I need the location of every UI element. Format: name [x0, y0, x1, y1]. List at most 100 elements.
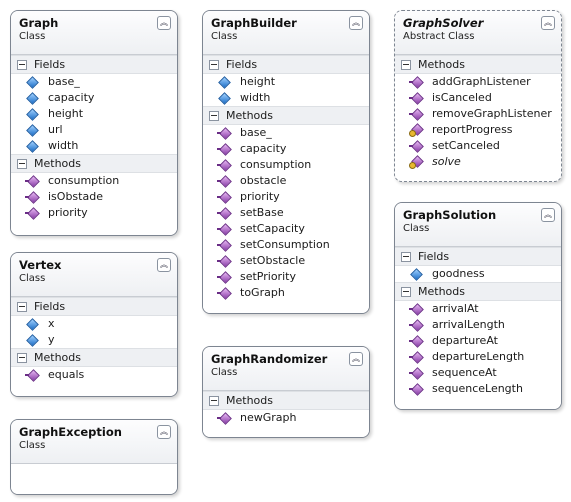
field-item[interactable]: goodness: [395, 266, 561, 282]
class-graphsolver[interactable]: GraphSolver Abstract Class ︽ Methods add…: [394, 10, 562, 182]
class-body-padding: [395, 170, 561, 181]
method-item[interactable]: toGraph: [203, 285, 369, 301]
method-item[interactable]: newGraph: [203, 410, 369, 426]
method-item[interactable]: isCanceled: [395, 90, 561, 106]
member-label: height: [240, 75, 276, 88]
member-label: width: [240, 91, 271, 104]
method-item[interactable]: setBase: [203, 205, 369, 221]
method-item[interactable]: reportProgress: [395, 122, 561, 138]
method-item[interactable]: setObstacle: [203, 253, 369, 269]
collapse-toggle-icon[interactable]: [401, 251, 411, 262]
fields-section-header[interactable]: Fields: [203, 55, 369, 74]
collapse-toggle-icon[interactable]: [17, 158, 27, 169]
method-item[interactable]: consumption: [203, 157, 369, 173]
member-label: capacity: [48, 91, 95, 104]
class-graphrandomizer[interactable]: GraphRandomizer Class ︽ Methods newGraph: [202, 346, 370, 438]
member-label: height: [48, 107, 84, 120]
collapse-chevron-icon[interactable]: ︽: [157, 425, 171, 439]
method-item[interactable]: addGraphListener: [395, 74, 561, 90]
class-graph[interactable]: Graph Class ︽ Fields base_ capacity heig…: [10, 10, 178, 236]
methods-section-header[interactable]: Methods: [203, 391, 369, 410]
collapse-chevron-icon[interactable]: ︽: [541, 16, 555, 30]
method-item[interactable]: base_: [203, 125, 369, 141]
method-icon: [217, 271, 231, 283]
member-label: setPriority: [240, 270, 296, 283]
class-header: Graph Class ︽: [11, 11, 177, 55]
class-name: GraphException: [19, 425, 122, 439]
collapse-chevron-icon[interactable]: ︽: [157, 16, 171, 30]
member-label: y: [48, 333, 55, 346]
collapse-chevron-icon[interactable]: ︽: [349, 352, 363, 366]
member-label: addGraphListener: [432, 75, 531, 88]
field-item[interactable]: base_: [11, 74, 177, 90]
field-item[interactable]: y: [11, 332, 177, 348]
collapse-toggle-icon[interactable]: [209, 395, 219, 406]
class-vertex[interactable]: Vertex Class ︽ Fields x y Methods equals: [10, 252, 178, 397]
method-icon: [409, 92, 423, 104]
method-item[interactable]: capacity: [203, 141, 369, 157]
field-item[interactable]: height: [11, 106, 177, 122]
field-item[interactable]: capacity: [11, 90, 177, 106]
field-item[interactable]: x: [11, 316, 177, 332]
class-graphexception[interactable]: GraphException Class ︽: [10, 419, 178, 495]
collapse-toggle-icon[interactable]: [209, 59, 219, 70]
class-graphbuilder[interactable]: GraphBuilder Class ︽ Fields height width…: [202, 10, 370, 314]
property-icon: [25, 124, 39, 136]
method-item[interactable]: obstacle: [203, 173, 369, 189]
method-item[interactable]: setConsumption: [203, 237, 369, 253]
section-label: Methods: [226, 394, 273, 407]
field-item[interactable]: width: [203, 90, 369, 106]
method-item[interactable]: arrivalAt: [395, 301, 561, 317]
method-item[interactable]: departureAt: [395, 333, 561, 349]
section-label: Fields: [226, 58, 258, 71]
collapse-toggle-icon[interactable]: [17, 301, 27, 312]
methods-section-header[interactable]: Methods: [11, 154, 177, 173]
collapse-chevron-icon[interactable]: ︽: [349, 16, 363, 30]
method-item[interactable]: priority: [203, 189, 369, 205]
collapse-toggle-icon[interactable]: [17, 352, 27, 363]
method-item[interactable]: isObstade: [11, 189, 177, 205]
method-item[interactable]: equals: [11, 367, 177, 383]
member-label: setObstacle: [240, 254, 306, 267]
field-item[interactable]: url: [11, 122, 177, 138]
fields-section-header[interactable]: Fields: [11, 297, 177, 316]
collapse-toggle-icon[interactable]: [209, 110, 219, 121]
method-icon: [409, 335, 423, 347]
method-item[interactable]: consumption: [11, 173, 177, 189]
collapse-chevron-icon[interactable]: ︽: [541, 208, 555, 222]
method-item[interactable]: priority: [11, 205, 177, 221]
collapse-chevron-icon[interactable]: ︽: [157, 258, 171, 272]
method-item[interactable]: departureLength: [395, 349, 561, 365]
methods-section-header[interactable]: Methods: [11, 348, 177, 367]
methods-section-header[interactable]: Methods: [203, 106, 369, 125]
property-icon: [409, 268, 423, 280]
fields-section-header[interactable]: Fields: [395, 247, 561, 266]
method-icon: [217, 175, 231, 187]
field-item[interactable]: height: [203, 74, 369, 90]
property-icon: [25, 334, 39, 346]
class-stereotype: Class: [403, 223, 430, 234]
fields-section-header[interactable]: Fields: [11, 55, 177, 74]
field-item[interactable]: width: [11, 138, 177, 154]
class-name: GraphSolver: [403, 16, 484, 30]
methods-section-header[interactable]: Methods: [395, 282, 561, 301]
method-item[interactable]: setPriority: [203, 269, 369, 285]
method-icon: [25, 207, 39, 219]
method-item[interactable]: setCapacity: [203, 221, 369, 237]
method-item[interactable]: sequenceAt: [395, 365, 561, 381]
collapse-toggle-icon[interactable]: [17, 59, 27, 70]
class-stereotype: Class: [19, 440, 46, 451]
member-label: newGraph: [240, 411, 297, 424]
method-item[interactable]: setCanceled: [395, 138, 561, 154]
method-item[interactable]: sequenceLength: [395, 381, 561, 397]
class-graphsolution[interactable]: GraphSolution Class ︽ Fields goodness Me…: [394, 202, 562, 410]
method-item[interactable]: arrivalLength: [395, 317, 561, 333]
collapse-toggle-icon[interactable]: [401, 59, 411, 70]
section-label: Fields: [34, 300, 66, 313]
method-item[interactable]: solve: [395, 154, 561, 170]
method-item[interactable]: removeGraphListener: [395, 106, 561, 122]
methods-section-header[interactable]: Methods: [395, 55, 561, 74]
collapse-toggle-icon[interactable]: [401, 286, 411, 297]
method-icon: [409, 367, 423, 379]
method-icon: [217, 255, 231, 267]
